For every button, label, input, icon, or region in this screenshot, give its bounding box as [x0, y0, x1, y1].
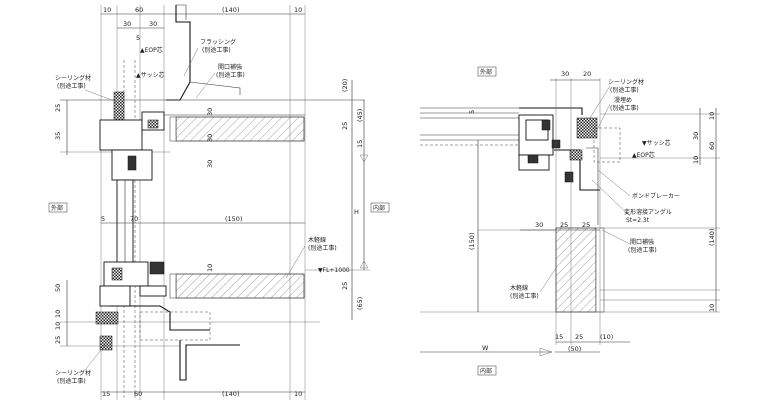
left-right-dim-15: 15 [356, 140, 364, 148]
left-inner-dim-30b: 30 [206, 134, 214, 142]
right-bond-label: ボンドブレーカー [632, 192, 680, 200]
right-mid-dim-25b: 25 [582, 221, 590, 229]
right-top-dim-30: 30 [561, 70, 569, 78]
right-outside-tag: 外部 [477, 66, 497, 77]
right-fill-sub: (別途工事) [610, 104, 639, 112]
svg-text:内部: 内部 [480, 367, 492, 375]
left-bottom-dim-10: 10 [294, 390, 302, 398]
right-angle-spec: St=2.3t [626, 217, 650, 224]
left-right-dim-25: 25 [341, 122, 349, 130]
right-angle-label: 変形溶接アングル [624, 208, 672, 216]
left-dim-35: 35 [54, 132, 62, 140]
left-H-label: H [354, 208, 359, 216]
left-opening-reinf-sub: (別途工事) [216, 71, 245, 79]
left-dim-25: 25 [54, 104, 62, 112]
left-mid-dim-70: 70 [130, 215, 138, 223]
left-bottom-dim-140: (140) [222, 390, 239, 398]
left-outside-tag: 外部 [48, 202, 68, 213]
left-eop-label: ▲EOP芯 [140, 46, 163, 54]
left-lower-right-dim-65: (65) [356, 297, 364, 310]
svg-text:外部: 外部 [480, 68, 492, 76]
right-mid-dim-30: 30 [535, 221, 543, 229]
right-W-label: W [482, 344, 489, 352]
left-inner-dim-30a: 30 [206, 108, 214, 116]
svg-text:内部: 内部 [373, 204, 385, 212]
right-sash-label: ▼サッシ芯 [642, 139, 671, 147]
left-lower-left-dim-10b: 10 [54, 322, 62, 330]
right-dim-30: 30 [692, 132, 700, 140]
right-left-dim-150: (150) [468, 233, 476, 250]
right-dim-10a: 10 [708, 112, 716, 120]
left-dimension-texts: 10 60 (140) 10 30 30 5 ▲EOP芯 ▲サッシ芯 フラッシン… [48, 6, 390, 398]
right-inside-tag: 内部 [477, 365, 497, 376]
left-sub-dim-30b: 30 [149, 20, 157, 28]
left-lower-left-dim-10a: 10 [54, 310, 62, 318]
right-dim-10c: 10 [708, 304, 716, 312]
left-right-dim-20: (20) [341, 79, 349, 92]
right-reinf-label: 開口補強 [630, 238, 654, 246]
right-sealing-sub: (別途工事) [610, 86, 639, 94]
right-bottom-dim-10: (10) [600, 333, 613, 341]
left-sash-label: ▲サッシ芯 [136, 71, 165, 79]
left-flashing-label: フラッシング [200, 38, 236, 46]
left-wood-base-sub: (別途工事) [308, 244, 337, 252]
left-sealing-sub: (別途工事) [57, 82, 86, 90]
left-sub-dim-30a: 30 [123, 20, 131, 28]
right-wood-label: 木軽線 [510, 284, 528, 292]
left-top-dim-140: (140) [222, 6, 239, 14]
right-sealing-label: シーリング材 [608, 78, 644, 86]
left-sealing2-sub: (別途工事) [57, 377, 86, 385]
right-bottom-dim-50: (50) [568, 345, 581, 353]
left-fl-label: ▼FL+1000 [318, 267, 350, 274]
left-sealing2-label: シーリング材 [55, 369, 91, 377]
left-opening-reinf-label: 開口補強 [218, 63, 242, 71]
left-inner-dim-30c: 30 [206, 160, 214, 168]
left-small-dim-5: 5 [136, 34, 140, 42]
left-bottom-dim-60: 60 [134, 390, 142, 398]
left-flashing-sub: (別途工事) [202, 46, 231, 54]
left-mid-dim-150: (150) [225, 215, 242, 223]
right-section-detail [420, 78, 720, 357]
left-top-dim-60: 60 [135, 6, 143, 14]
left-bottom-dim-15: 15 [102, 390, 110, 398]
right-top-dim-20: 20 [583, 70, 591, 78]
left-mid-dim-5: 5 [101, 215, 105, 223]
left-wood-base-label: 木軽線 [308, 236, 326, 244]
left-top-dim-10: 10 [103, 6, 111, 14]
right-wood-sub: (別途工事) [510, 292, 539, 300]
right-dim-10b: 10 [692, 156, 700, 164]
left-sealing-label: シーリング材 [55, 74, 91, 82]
left-right-dim-45: (45) [356, 109, 364, 122]
left-section-detail [60, 4, 370, 400]
left-top-dim-10b: 10 [294, 6, 302, 14]
left-lower-left-dim-50: 50 [54, 284, 62, 292]
right-reinf-sub: (別途工事) [628, 246, 657, 254]
svg-text:外部: 外部 [51, 204, 63, 212]
left-lower-left-dim-25: 25 [54, 336, 62, 344]
right-bottom-dim-25: 25 [575, 333, 583, 341]
right-fill-label: 漫埋め [614, 96, 632, 104]
right-small-dim-5: 5 [468, 110, 476, 114]
left-lower-right-dim-25: 25 [341, 282, 349, 290]
right-dimension-texts: 外部 30 20 シーリング材 (別途工事) 漫埋め (別途工事) ▼サッシ芯 … [468, 66, 716, 376]
right-eop-label: ▲EOP芯 [632, 151, 655, 159]
right-mid-dim-25a: 25 [560, 221, 568, 229]
right-dim-60: 60 [708, 142, 716, 150]
right-dim-140: (140) [708, 229, 716, 246]
left-lower-dim-10: 10 [206, 264, 214, 272]
left-inside-tag: 内部 [370, 202, 390, 213]
right-bottom-dim-15: 15 [555, 333, 563, 341]
